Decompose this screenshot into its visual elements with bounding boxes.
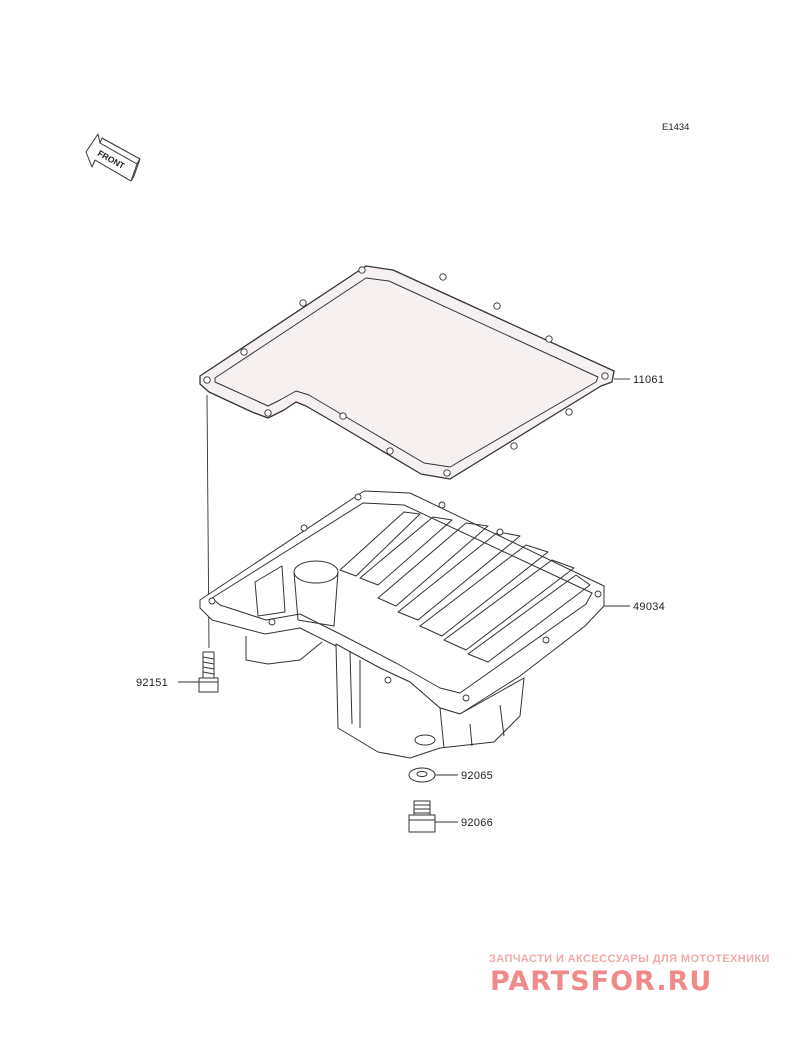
gasket-bolt-holes	[203, 266, 609, 477]
washer-92065	[408, 767, 436, 783]
watermark-brand: PARTSFOR.RU	[490, 966, 712, 997]
front-arrow-icon: FRONT	[85, 133, 141, 182]
part-label-11061: 11061	[633, 374, 664, 386]
part-label-92151: 92151	[136, 677, 168, 689]
bolt-92151	[198, 651, 219, 693]
watermark-subtitle: ЗАПЧАСТИ И АКСЕССУАРЫ ДЛЯ МОТОТЕХНИКИ	[489, 953, 770, 965]
oil-pan-49034	[199, 490, 605, 759]
watermark-logo: ЗАПЧАСТИ И АКСЕССУАРЫ ДЛЯ МОТОТЕХНИКИ PA…	[489, 953, 770, 997]
diagram-code: E1434	[662, 122, 689, 133]
part-label-92066: 92066	[461, 817, 493, 829]
part-label-92065: 92065	[461, 770, 493, 782]
gasket-11061	[199, 265, 615, 480]
part-label-49034: 49034	[633, 601, 665, 613]
drain-plug-92066	[408, 800, 436, 833]
